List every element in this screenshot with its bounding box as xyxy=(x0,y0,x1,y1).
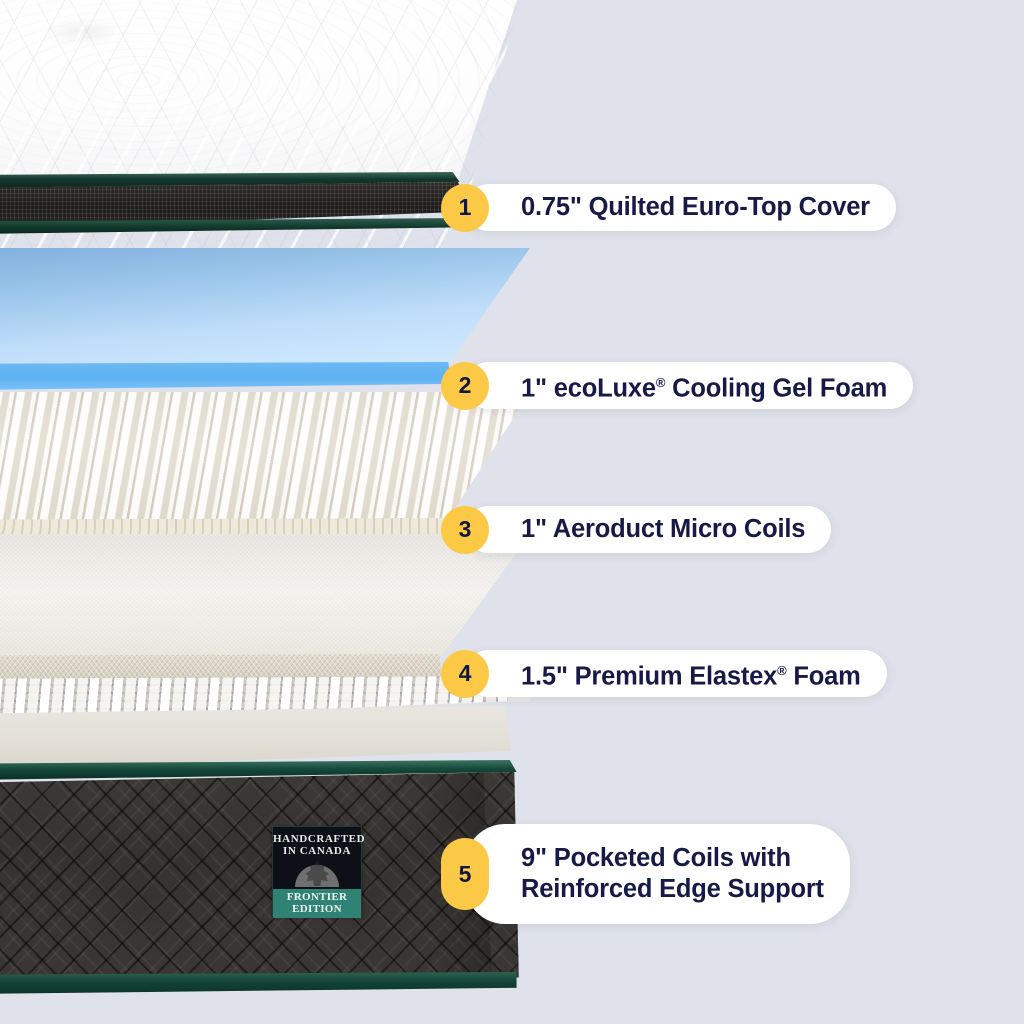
maple-leaf-icon xyxy=(291,857,343,889)
callout-label-2: 1" ecoLuxe® Cooling Gel Foam xyxy=(465,367,913,405)
badge-line-2: IN CANADA xyxy=(282,845,352,857)
elastex-foam-surface xyxy=(0,534,530,662)
layer-2-cooling-gel-foam xyxy=(0,248,530,408)
callout-label-5: 9" Pocketed Coils with Reinforced Edge S… xyxy=(521,844,824,903)
base-bottom-piping xyxy=(0,972,517,994)
registered-trademark-icon: ® xyxy=(777,662,787,678)
callout-number-2: 2 xyxy=(441,361,489,410)
callout-layer-4[interactable]: 4 1.5" Premium Elastex® Foam xyxy=(441,649,887,698)
badge-ribbon: FRONTIER EDITION xyxy=(273,889,361,918)
callout-label-2-pre: 1" ecoLuxe xyxy=(521,374,656,403)
layer-1-quilted-euro-top-cover xyxy=(0,0,530,260)
callout-label-1: 0.75" Quilted Euro-Top Cover xyxy=(521,193,870,221)
elastex-foam-texture xyxy=(0,534,530,662)
badge-line-1: HANDCRAFTED xyxy=(273,833,366,845)
callout-layer-2[interactable]: 2 1" ecoLuxe® Cooling Gel Foam xyxy=(441,361,914,410)
callout-label-2-post: Cooling Gel Foam xyxy=(665,374,888,403)
layer-5-pocketed-coil-base xyxy=(0,676,530,1024)
layer-3-aeroduct-micro-coils xyxy=(0,392,530,562)
callout-label-4: 1.5" Premium Elastex® Foam xyxy=(465,655,887,693)
callout-layer-1[interactable]: 1 0.75" Quilted Euro-Top Cover xyxy=(441,183,896,232)
gel-foam-surface xyxy=(0,248,530,368)
handcrafted-in-canada-badge: HANDCRAFTED IN CANADA FRONTIER EDITION xyxy=(272,826,366,918)
callout-label-3: 1" Aeroduct Micro Coils xyxy=(521,515,806,543)
callout-number-5: 5 xyxy=(441,838,489,910)
registered-trademark-icon: ® xyxy=(655,374,666,390)
callout-number-3: 3 xyxy=(441,505,489,554)
callout-label-4-pre: 1.5" Premium Elastex xyxy=(521,662,778,691)
base-diamond-quilting xyxy=(0,772,519,986)
callout-layer-5[interactable]: 5 9" Pocketed Coils with Reinforced Edge… xyxy=(441,824,850,924)
callout-label-4-post: Foam xyxy=(786,662,861,691)
base-side-panel xyxy=(0,772,519,986)
callout-layer-3[interactable]: 3 1" Aeroduct Micro Coils xyxy=(441,505,832,554)
callout-number-1: 1 xyxy=(441,183,489,232)
micro-coil-rib-texture xyxy=(0,392,530,527)
callout-number-4: 4 xyxy=(441,649,489,698)
